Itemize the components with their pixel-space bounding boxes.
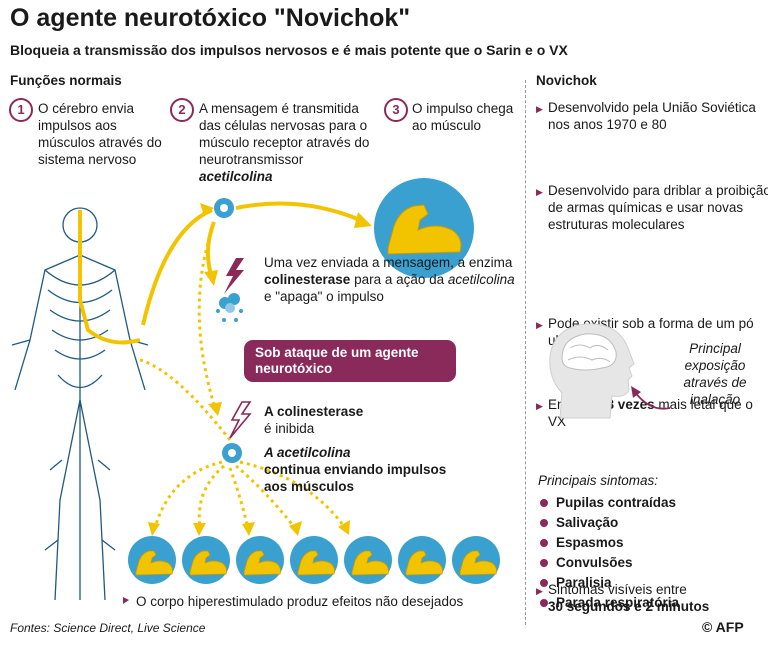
lightning-icon (224, 258, 244, 294)
bullet-dot-icon (540, 539, 548, 547)
exposure-text: Principal exposição através de inalação (683, 341, 747, 407)
symptom-item: Paralisia (540, 575, 679, 590)
head-silhouette (549, 323, 635, 419)
symptom-item: Pupilas contraídas (540, 495, 679, 510)
bullet-dot-icon (540, 579, 548, 587)
symptom-item: Salivação (540, 515, 679, 530)
muscle-row (128, 536, 528, 588)
bullet-dot-icon (540, 559, 548, 567)
symptom-label: Parada respiratória (556, 595, 680, 610)
column-divider (525, 80, 526, 625)
step-1-badge: 1 (9, 98, 33, 122)
inhibited-text-a: A colinesterase (264, 404, 364, 419)
enzyme-text-colinesterase: colinesterase (264, 272, 351, 287)
enzyme-icon (216, 293, 243, 322)
inhibited-text: A colinesterase é inibida (264, 403, 464, 437)
effects-text: O corpo hiperestimulado produz efeitos n… (136, 594, 464, 609)
symptoms-time-a: Sintomas visíveis entre (548, 582, 687, 597)
enzyme-text-c: para a ação da (350, 272, 448, 287)
bullet-triangle-icon: ▶ (536, 586, 543, 596)
symptom-item: Convulsões (540, 555, 679, 570)
continues-text-a: A acetilcolina (264, 445, 351, 460)
symptom-label: Convulsões (556, 555, 633, 570)
symptom-label: Salivação (556, 515, 619, 530)
enzyme-text-a: Uma vez enviada a mensagem, a enzima (264, 255, 513, 270)
symptoms-time: ▶ Sintomas visíveis entre 30 segundos e 2 … (536, 581, 768, 615)
enzyme-text-e: e "apaga" o impulso (264, 289, 384, 304)
step-2-text-acetilcolina: acetilcolina (199, 169, 273, 184)
bullet-dot-icon (540, 599, 548, 607)
step-2-badge: 2 (170, 98, 194, 122)
lightning-inhibited-icon (229, 401, 252, 439)
step-2-text: A mensagem é transmitida das células ner… (199, 100, 379, 185)
bullet-dot-icon (540, 519, 548, 527)
exposure-arrow (631, 386, 671, 410)
muscle-large-circle (374, 178, 474, 278)
sources-text: Fontes: Science Direct, Live Science (10, 621, 206, 635)
continues-text-b: continua enviando impulsos aos músculos (264, 462, 447, 494)
continues-text: A acetilcolina continua enviando impulso… (264, 444, 464, 495)
novichok-bullet-2: ▶ Desenvolvido para driblar a proibição d… (536, 182, 768, 233)
fanout-arrows (153, 460, 347, 529)
brain-to-muscle-path (78, 210, 141, 345)
flexed-arm-icon (387, 204, 462, 255)
brain-icon (561, 333, 617, 371)
afp-credit: © AFP (702, 619, 744, 635)
nerve-diagram (11, 198, 372, 604)
enzyme-text-acetilcolina: acetilcolina (447, 272, 515, 287)
page-subtitle: Bloqueia a transmissão dos impulsos nerv… (10, 42, 568, 58)
step-3-text: O impulso chega ao músculo (412, 101, 514, 133)
muscle-arms (135, 550, 497, 576)
step-3-badge: 3 (384, 98, 408, 122)
symptoms-list: Pupilas contraídas Salivação Espasmos Co… (540, 495, 679, 610)
symptoms-time-b: 30 segundos e 2 minutos (548, 599, 710, 614)
bullet-dot-icon (540, 499, 548, 507)
novichok-bullet-2-text: Desenvolvido para driblar a proibição de… (548, 183, 768, 232)
step-2-text-main: A mensagem é transmitida das células ner… (199, 101, 370, 167)
symptom-item: Parada respiratória (540, 595, 679, 610)
bullet-triangle-icon: ▶ (536, 401, 543, 411)
page-title: O agente neurotóxico "Novichok" (10, 4, 411, 32)
bullet-triangle-icon: ▶ (536, 187, 543, 197)
attack-banner: Sob ataque de um agente neurotóxico (244, 340, 456, 382)
impulse-arrow-up (141, 208, 213, 326)
normal-functions-heading: Funções normais (10, 73, 122, 88)
symptom-item: Espasmos (540, 535, 679, 550)
enzyme-text: Uma vez enviada a mensagem, a enzima col… (264, 254, 519, 305)
bullet-triangle-icon: ▶ (536, 104, 543, 114)
bullet-triangle-icon: ▶ (536, 320, 543, 330)
symptoms-heading: Principais sintomas: (538, 473, 659, 488)
novichok-heading: Novichok (536, 73, 597, 88)
novichok-bullet-1: ▶ Desenvolvido pela União Soviética nos a… (536, 99, 768, 133)
novichok-bullet-1-text: Desenvolvido pela União Soviética nos an… (548, 100, 756, 132)
inhibited-text-b: é inibida (264, 421, 315, 436)
symptom-label: Espasmos (556, 535, 624, 550)
step-1-text: O cérebro envia impulsos aos músculos at… (38, 101, 162, 167)
symptom-label: Pupilas contraídas (556, 495, 677, 510)
nervous-system-figure (11, 207, 149, 601)
symptom-label: Paralisia (556, 575, 612, 590)
